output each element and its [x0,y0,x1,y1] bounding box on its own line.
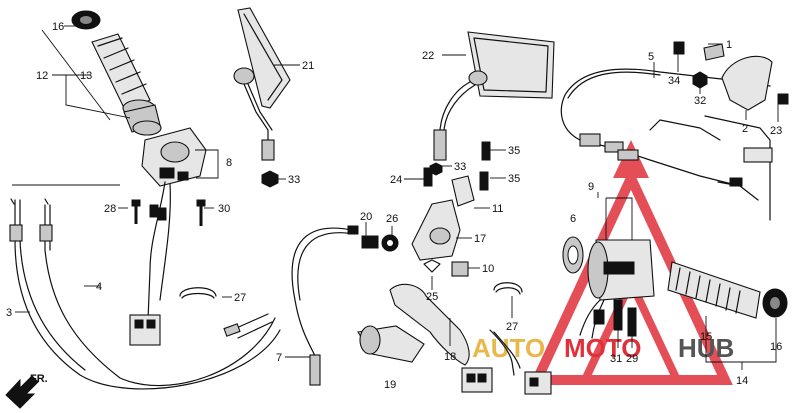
callout-16-right: 16 [770,341,782,353]
callout-7: 7 [276,352,282,364]
throttle-cables [9,198,281,390]
clutch-bracket-assembly [361,141,491,277]
callout-26: 26 [386,213,398,225]
callout-27-right: 27 [506,321,518,333]
callout-22: 22 [422,50,434,62]
clamp-27-left [179,287,217,299]
callout-35-top: 35 [508,145,520,157]
front-direction-arrow: FR. [5,373,48,409]
clutch-lever [357,283,470,366]
callout-numbers: 16 12 13 8 28 30 27 3 4 7 21 33 22 33 35… [6,21,782,391]
callout-33-right: 33 [454,161,466,173]
left-mirror [233,7,291,161]
callout-24: 24 [390,174,402,186]
callout-8: 8 [226,157,232,169]
callout-4: 4 [96,281,102,293]
callout-13: 13 [80,70,92,82]
callout-5: 5 [648,51,654,63]
clamp-27-right [493,282,523,295]
leader-lines [12,25,779,370]
callout-33-left: 33 [288,174,300,186]
right-mirror [433,31,555,161]
callout-19: 19 [384,379,396,391]
callout-20: 20 [360,211,372,223]
callout-10: 10 [482,263,494,275]
direction-label: FR. [30,373,48,385]
callout-15: 15 [700,331,712,343]
callout-28: 28 [104,203,116,215]
callout-3: 3 [6,307,12,319]
switch-harness [461,329,552,395]
callout-1: 1 [726,39,732,51]
callout-34: 34 [668,75,680,87]
callout-17: 17 [474,233,486,245]
callout-11: 11 [492,203,503,215]
callout-31: 31 [610,353,622,365]
watermark-moto: MOTO [564,333,642,363]
left-switch-housing [129,127,207,346]
nut-33-left [261,170,279,188]
callout-12: 12 [36,70,48,82]
screw-28 [131,199,141,224]
right-grip-assembly [562,236,788,339]
callout-2: 2 [742,123,748,135]
callout-6: 6 [570,213,576,225]
callout-30: 30 [218,203,230,215]
callout-25: 25 [426,291,438,303]
screw-30 [196,199,206,226]
right-cable-assembly [560,41,789,221]
watermark-auto: AUTO [472,333,545,363]
left-grip-assembly [71,10,162,136]
callout-16: 16 [52,21,64,33]
callout-32: 32 [694,95,706,107]
clutch-cable [291,225,359,386]
callout-35-bottom: 35 [508,173,520,185]
callout-29: 29 [626,353,638,365]
callout-27-left: 27 [234,292,246,304]
callout-23: 23 [770,125,782,137]
callout-9: 9 [588,181,594,193]
callout-14: 14 [736,375,748,387]
callout-21: 21 [302,60,314,72]
callout-18-left: 18 [444,351,456,363]
